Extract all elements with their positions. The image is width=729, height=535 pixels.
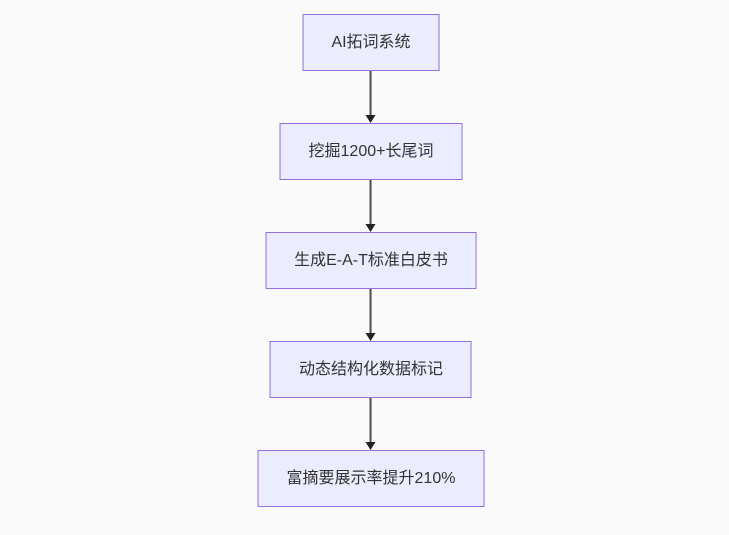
node-label: AI拓词系统 xyxy=(331,33,411,51)
node-label: 动态结构化数据标记 xyxy=(298,360,443,378)
arrow-shaft xyxy=(370,289,372,333)
node-label: 富摘要展示率提升210% xyxy=(286,469,456,487)
arrow-down-icon xyxy=(366,71,376,123)
flowchart-node-ai-word-expansion: AI拓词系统 xyxy=(302,14,440,71)
arrow-shaft xyxy=(370,398,372,442)
arrowhead-icon xyxy=(366,224,376,232)
flowchart-node-longtail-mining: 挖掘1200+长尾词 xyxy=(279,123,463,180)
arrow-shaft xyxy=(370,180,372,224)
flowchart-node-structured-data-markup: 动态结构化数据标记 xyxy=(269,341,472,398)
flowchart: AI拓词系统 挖掘1200+长尾词 生成E-A-T标准白皮书 动态结构化数据标记… xyxy=(257,14,485,507)
arrow-down-icon xyxy=(366,180,376,232)
node-label: 生成E-A-T标准白皮书 xyxy=(294,251,448,269)
flowchart-node-rich-snippet-rate: 富摘要展示率提升210% xyxy=(257,450,485,507)
arrowhead-icon xyxy=(366,333,376,341)
flowchart-node-eat-whitepaper: 生成E-A-T标准白皮书 xyxy=(265,232,477,289)
arrow-down-icon xyxy=(366,289,376,341)
arrowhead-icon xyxy=(366,442,376,450)
arrow-shaft xyxy=(370,71,372,115)
arrowhead-icon xyxy=(366,115,376,123)
arrow-down-icon xyxy=(366,398,376,450)
node-label: 挖掘1200+长尾词 xyxy=(308,142,434,160)
